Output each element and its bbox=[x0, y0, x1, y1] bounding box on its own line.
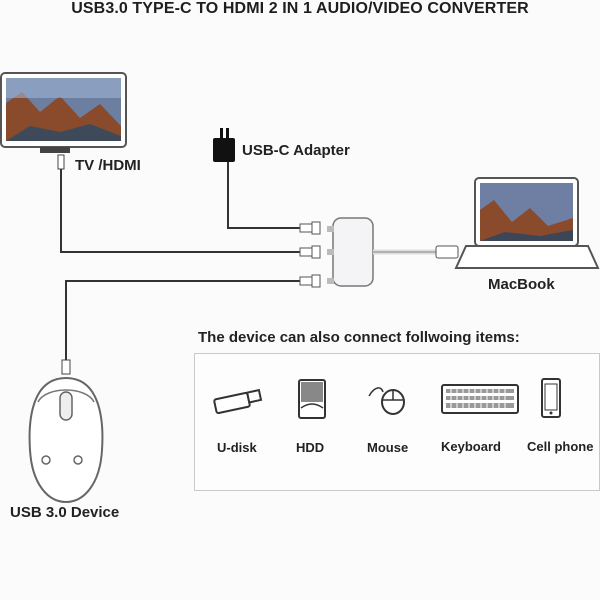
usb-stick-icon bbox=[213, 388, 263, 415]
item-label-cell-phone: Cell phone bbox=[527, 439, 594, 454]
macbook-icon bbox=[454, 177, 600, 269]
tv-monitor-icon bbox=[0, 72, 127, 153]
mouse-icon bbox=[368, 387, 405, 415]
power-adapter-icon bbox=[213, 128, 235, 162]
cell-phone-icon bbox=[541, 378, 561, 418]
adapter-hub-icon bbox=[327, 217, 374, 287]
item-label-keyboard: Keyboard bbox=[441, 439, 501, 454]
usb-device-label: USB 3.0 Device bbox=[10, 504, 120, 521]
adapter-label: USB-C Adapter bbox=[242, 142, 350, 159]
hdd-icon bbox=[298, 379, 326, 419]
macbook-label: MacBook bbox=[488, 276, 555, 293]
page-title: USB3.0 TYPE-C TO HDMI 2 IN 1 AUDIO/VIDEO… bbox=[71, 0, 529, 17]
tv-label: TV /HDMI bbox=[75, 157, 141, 174]
item-label-mouse: Mouse bbox=[367, 440, 409, 455]
keyboard-icon bbox=[441, 384, 519, 414]
also-connect-heading: The device can also connect follwoing it… bbox=[198, 329, 520, 346]
also-connect-panel: U-disk HDD Mouse Keyboard Cell phone bbox=[194, 353, 600, 491]
item-label-u-disk: U-disk bbox=[217, 440, 257, 455]
usb-mouse-icon bbox=[28, 376, 104, 504]
item-label-hdd: HDD bbox=[296, 440, 325, 455]
